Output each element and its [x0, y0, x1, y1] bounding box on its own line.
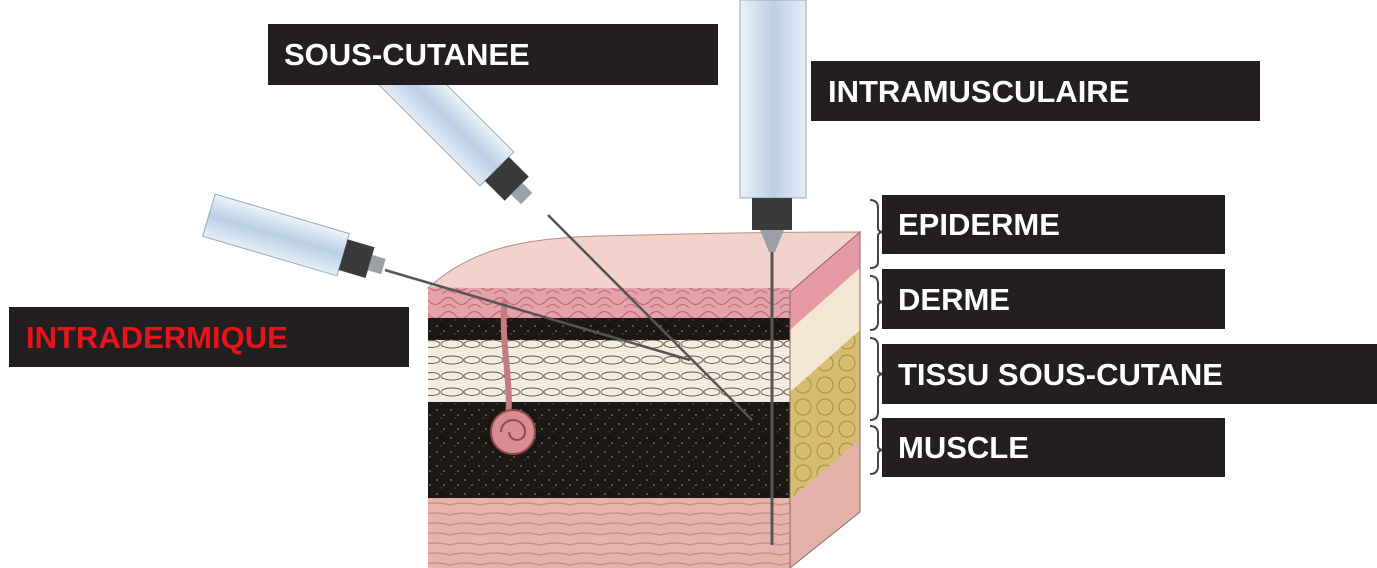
side-subcutaneous — [790, 330, 860, 500]
subcutaneous-dark-layer — [428, 402, 790, 498]
intradermal-needle — [384, 268, 691, 362]
intradermal-syringe — [202, 193, 691, 362]
intramuscular-syringe — [739, 0, 807, 545]
dark-band-top — [428, 318, 790, 340]
dermis-layer — [428, 340, 790, 402]
label-sous-cutanee: SOUS-CUTANEE — [268, 24, 718, 85]
intradermal-hub — [338, 239, 375, 278]
intramuscular-barrel — [739, 0, 807, 199]
hair-follicle — [500, 299, 512, 421]
subcutaneous-needle — [547, 214, 753, 421]
label-derme: DERME — [882, 269, 1225, 329]
intradermal-barrel — [202, 193, 351, 277]
intramuscular-hub — [752, 198, 792, 230]
skin-block — [426, 230, 862, 568]
side-epidermis — [790, 232, 860, 330]
side-dermis — [790, 268, 860, 392]
label-intramusculaire: INTRAMUSCULAIRE — [811, 61, 1260, 121]
side-muscle — [790, 440, 860, 568]
label-intradermique: INTRADERMIQUE — [9, 307, 409, 367]
epidermis-layer — [428, 288, 790, 318]
skin-surface — [426, 231, 862, 293]
muscle-layer — [428, 498, 790, 568]
label-epiderme: EPIDERME — [882, 195, 1225, 254]
sweat-gland — [490, 409, 536, 455]
label-muscle: MUSCLE — [882, 418, 1225, 477]
subcutaneous-hub — [484, 156, 529, 201]
label-tissu-sous-cutane: TISSU SOUS-CUTANE — [882, 344, 1377, 404]
